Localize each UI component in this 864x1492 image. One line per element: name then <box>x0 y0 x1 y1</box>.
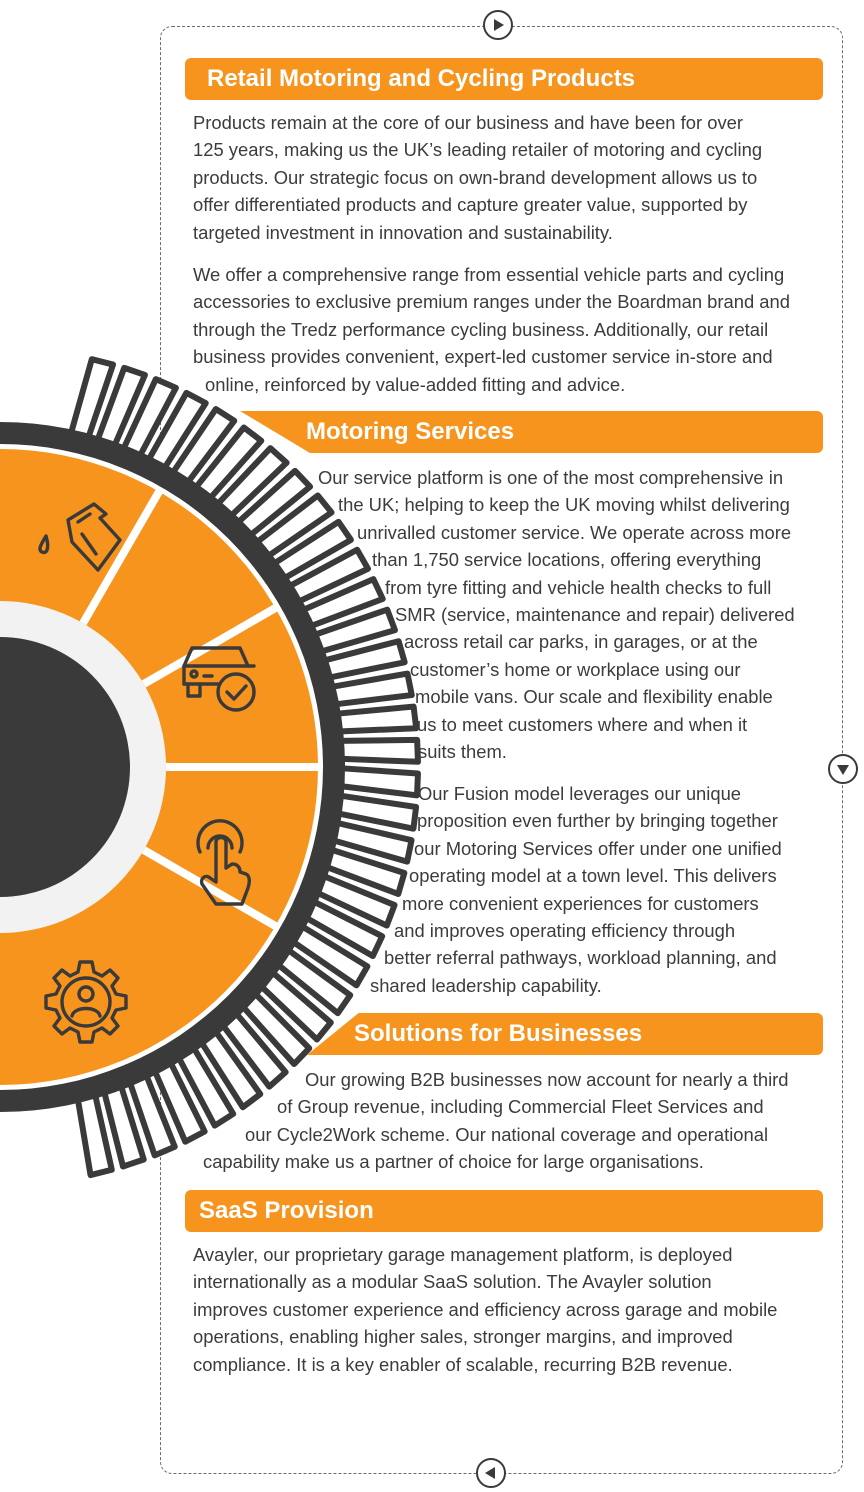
text-line: compliance. It is a key enabler of scala… <box>193 1353 733 1375</box>
text-line: internationally as a modular SaaS soluti… <box>193 1271 712 1293</box>
paragraph-retail-1: Products remain at the core of our busin… <box>193 109 762 246</box>
paragraph-saas-1: Avayler, our proprietary garage manageme… <box>193 1241 777 1378</box>
text-line: our Motoring Services offer under one un… <box>414 837 782 859</box>
text-line: operating model at a town level. This de… <box>409 865 777 887</box>
touch-tap-icon <box>196 819 252 906</box>
play-right-icon[interactable] <box>483 10 513 40</box>
text-line: than 1,750 service locations, offering e… <box>372 549 762 571</box>
text-line: suits them. <box>418 741 507 763</box>
section-heading-motoring-services: Motoring Services <box>240 411 823 453</box>
text-line: operations, enabling higher sales, stron… <box>193 1326 733 1348</box>
play-down-icon[interactable] <box>828 754 858 784</box>
text-line: online, reinforced by value-added fittin… <box>205 373 626 395</box>
section-heading-saas-provision: SaaS Provision <box>185 1190 823 1232</box>
text-line: mobile vans. Our scale and flexibility e… <box>415 686 773 708</box>
tread-block <box>94 364 148 450</box>
text-line: 125 years, making us the UK’s leading re… <box>193 139 763 161</box>
text-line: Our Fusion model leverages our unique <box>418 783 742 804</box>
text-line: customer’s home or workplace using our <box>410 658 741 680</box>
text-line: Avayler, our proprietary garage manageme… <box>193 1244 733 1265</box>
text-line: targeted investment in innovation and su… <box>193 221 613 243</box>
section-heading-solutions-for-businesses: Solutions for Businesses <box>307 1013 823 1055</box>
text-line: through the Tredz performance cycling bu… <box>193 318 769 340</box>
fuel-can-icon <box>38 502 122 572</box>
text-line: business provides convenient, expert-led… <box>193 346 773 368</box>
play-left-icon[interactable] <box>476 1458 506 1488</box>
tread-block <box>67 356 117 442</box>
text-line: and improves operating efficiency throug… <box>394 920 736 942</box>
text-line: our Cycle2Work scheme. Our national cove… <box>245 1123 769 1145</box>
text-line: us to meet customers where and when it <box>417 713 748 735</box>
paragraph-motoring-1: Our service platform is one of the most … <box>0 464 864 765</box>
text-line: shared leadership capability. <box>370 974 602 996</box>
text-line: Our growing B2B businesses now account f… <box>305 1069 789 1090</box>
text-line: proposition even further by bringing tog… <box>417 810 778 832</box>
text-line: Our service platform is one of the most … <box>318 467 784 488</box>
text-line: unrivalled customer service. We operate … <box>357 521 792 543</box>
text-line: improves customer experience and efficie… <box>193 1298 778 1320</box>
car-check-icon <box>182 646 256 712</box>
paragraph-motoring-2: Our Fusion model leverages our unique pr… <box>0 780 864 999</box>
text-line: products. Our strategic focus on own-bra… <box>193 166 758 188</box>
paragraph-retail-2: We offer a comprehensive range from esse… <box>193 261 790 398</box>
text-line: from tyre fitting and vehicle health che… <box>385 576 772 598</box>
text-line: SMR (service, maintenance and repair) de… <box>395 604 795 626</box>
gear-person-icon <box>44 960 128 1044</box>
text-line: the UK; helping to keep the UK moving wh… <box>338 494 790 516</box>
text-line: more convenient experiences for customer… <box>402 892 759 914</box>
text-line: capability make us a partner of choice f… <box>203 1151 704 1173</box>
text-line: across retail car parks, in garages, or … <box>404 631 758 653</box>
section-heading-retail: Retail Motoring and Cycling Products <box>185 58 823 100</box>
text-line: Products remain at the core of our busin… <box>193 112 743 133</box>
text-line: better referral pathways, workload plann… <box>384 947 777 969</box>
text-line: of Group revenue, including Commercial F… <box>277 1096 764 1118</box>
text-line: offer differentiated products and captur… <box>193 194 748 216</box>
paragraph-solutions-1: Our growing B2B businesses now account f… <box>0 1066 864 1176</box>
text-line: We offer a comprehensive range from esse… <box>193 264 785 285</box>
text-line: accessories to exclusive premium ranges … <box>193 291 790 313</box>
